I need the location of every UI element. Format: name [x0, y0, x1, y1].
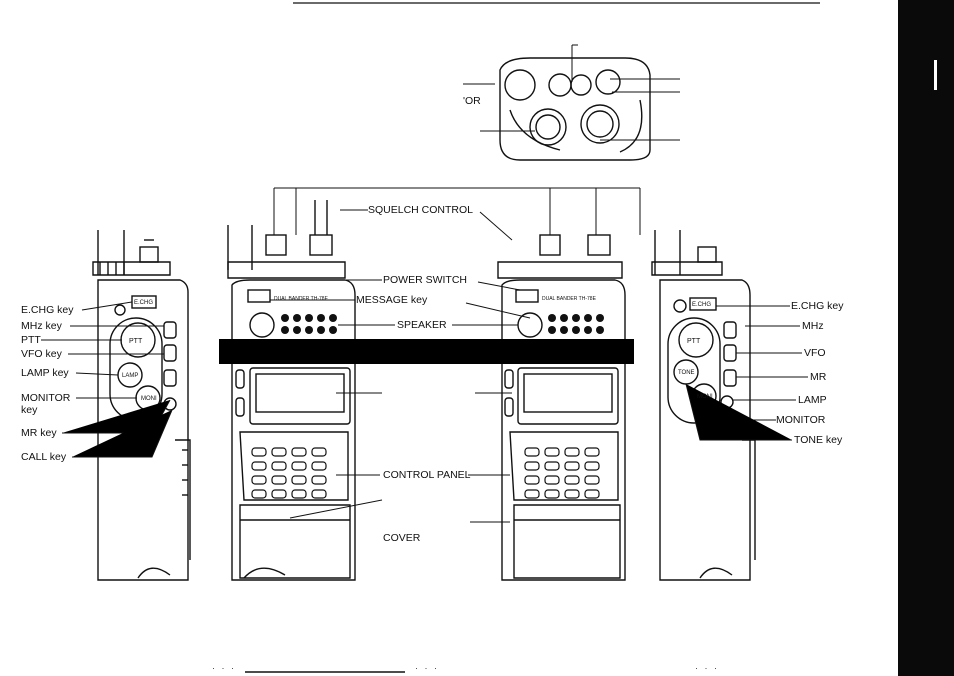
footer-dots-2: · · ·	[415, 663, 439, 673]
radio-model-text: DUAL BANDER TH-78E	[274, 296, 328, 302]
radio-lamp-text: LAMP	[122, 373, 139, 379]
label-cover: COVER	[383, 532, 421, 544]
label-left-mhz: MHz key	[21, 320, 62, 332]
radio-right-moni-text: MONI	[697, 394, 713, 400]
left-radio-illustration	[92, 230, 191, 581]
scan-edge-mark	[934, 60, 937, 90]
right-leaders	[685, 305, 808, 441]
label-squelch: SQUELCH CONTROL	[368, 204, 474, 216]
label-left-echg: E.CHG key	[21, 304, 74, 316]
label-right-monitor: MONITOR	[776, 414, 826, 426]
label-left-ptt: PTT	[21, 334, 41, 346]
radio-tone-text: TONE	[678, 370, 695, 376]
front-radio-2-speaker-grille	[548, 314, 604, 334]
radio-ptt-text: PTT	[129, 338, 143, 345]
label-right-vfo: VFO	[804, 347, 826, 359]
radio-echg-text: E.CHG	[134, 300, 154, 306]
black-band	[219, 339, 634, 364]
top-view-illustration	[499, 57, 651, 161]
label-right-echg: E.CHG key	[791, 300, 844, 312]
footer-dots-3: · · ·	[695, 663, 719, 673]
label-left-monitor-key: key	[21, 404, 38, 416]
front-radio-1-speaker-grille	[281, 314, 337, 334]
label-left-monitor: MONITOR	[21, 392, 71, 404]
label-left-mr: MR key	[21, 427, 57, 439]
label-left-vfo: VFO key	[21, 348, 62, 360]
label-right-lamp: LAMP	[798, 394, 827, 406]
label-left-lamp: LAMP key	[21, 367, 69, 379]
label-right-mr: MR	[810, 371, 827, 383]
top-view-leaders	[463, 44, 680, 141]
front-radio-1-illustration	[227, 200, 356, 581]
left-leaders	[41, 301, 173, 458]
label-power: POWER SWITCH	[383, 274, 467, 286]
label-control-panel: CONTROL PANEL	[383, 469, 471, 481]
front-radio-1-keypad	[251, 447, 327, 499]
footer-dots-1: · · ·	[212, 663, 236, 673]
radio-right-echg-text: E.CHG	[692, 302, 712, 308]
label-speaker: SPEAKER	[397, 319, 447, 331]
center-leaders	[270, 187, 641, 523]
radio-moni-text: MONI	[141, 396, 157, 402]
label-right-tone: TONE key	[794, 434, 843, 446]
front-radio-2-illustration	[497, 234, 626, 581]
label-top-or: 'OR	[463, 95, 481, 107]
radio-right-ptt-text: PTT	[687, 338, 701, 345]
radio-2-model-text: DUAL BANDER TH-78E	[542, 296, 596, 302]
front-radio-2-keypad	[524, 447, 600, 499]
label-message: MESSAGE key	[356, 294, 428, 306]
label-left-call: CALL key	[21, 451, 67, 463]
scan-edge	[898, 0, 954, 676]
label-right-mhz: MHz	[802, 320, 824, 332]
